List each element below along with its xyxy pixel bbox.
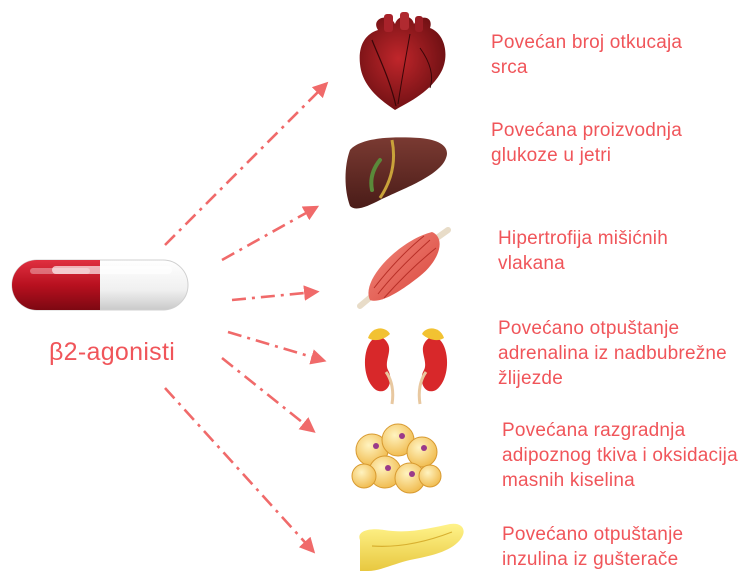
arrow-pancreas xyxy=(165,388,312,550)
effect-fat: Povećana razgradnja adipoznog tkiva i ok… xyxy=(502,418,738,493)
effect-liver-line-2: glukoze u jetri xyxy=(491,143,682,168)
effect-pancreas-line-1: Povećano otpuštanje xyxy=(502,522,683,547)
drug-label: β2-agonisti xyxy=(49,338,175,367)
effect-pancreas: Povećano otpuštanje inzulina iz gušterač… xyxy=(502,522,683,572)
muscle-icon xyxy=(360,230,448,306)
fat-cells-icon xyxy=(352,424,441,493)
effect-liver-line-1: Povećana proizvodnja xyxy=(491,118,682,143)
effect-kidney: Povećano otpuštanje adrenalina iz nadbub… xyxy=(498,316,727,391)
kidney-adrenal-icon xyxy=(365,328,447,404)
heart-icon xyxy=(360,12,446,110)
effect-muscle-line-2: vlakana xyxy=(498,251,668,276)
effect-muscle-line-1: Hipertrofija mišićnih xyxy=(498,226,668,251)
effect-muscle: Hipertrofija mišićnih vlakana xyxy=(498,226,668,276)
arrow-muscle xyxy=(232,292,315,300)
effect-kidney-line-2: adrenalina iz nadbubrežne xyxy=(498,341,727,366)
capsule-icon xyxy=(12,260,188,310)
effect-liver: Povećana proizvodnja glukoze u jetri xyxy=(491,118,682,168)
pancreas-icon xyxy=(359,524,463,571)
effect-kidney-line-3: žlijezde xyxy=(498,366,727,391)
effect-heart-line-2: srca xyxy=(491,55,682,80)
effect-heart-line-1: Povećan broj otkucaja xyxy=(491,30,682,55)
arrow-liver xyxy=(222,208,315,260)
arrow-kidney xyxy=(228,332,322,360)
arrow-heart xyxy=(165,85,325,245)
effect-fat-line-1: Povećana razgradnja xyxy=(502,418,738,443)
effect-fat-line-3: masnih kiselina xyxy=(502,468,738,493)
arrows xyxy=(165,85,325,550)
effect-kidney-line-1: Povećano otpuštanje xyxy=(498,316,727,341)
effect-heart: Povećan broj otkucaja srca xyxy=(491,30,682,80)
effect-pancreas-line-2: inzulina iz gušterače xyxy=(502,547,683,572)
effect-fat-line-2: adipoznog tkiva i oksidacija xyxy=(502,443,738,468)
arrow-fat xyxy=(222,358,312,430)
liver-icon xyxy=(346,137,447,208)
